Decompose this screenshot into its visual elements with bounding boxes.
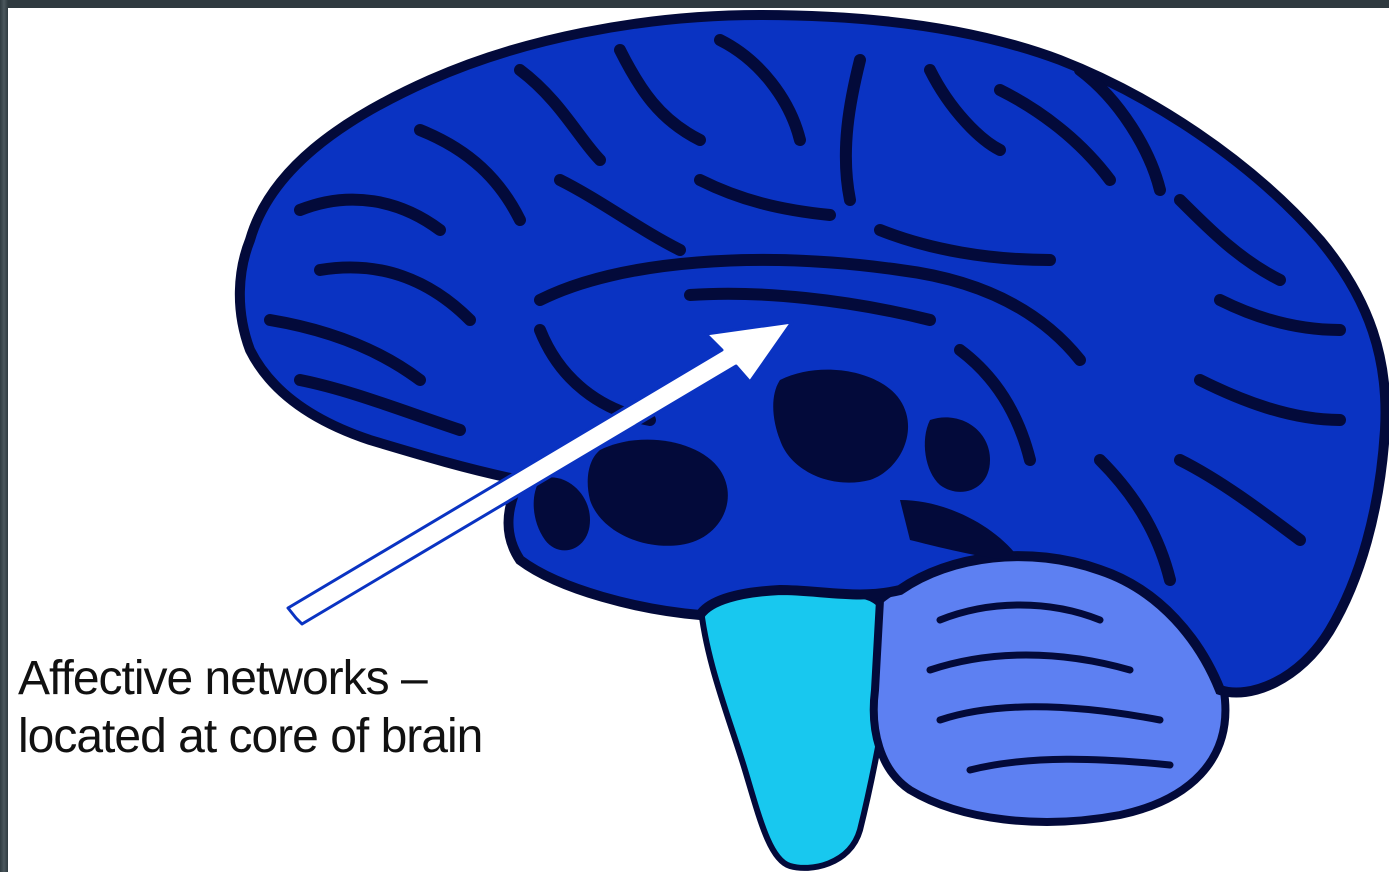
brainstem <box>700 590 894 868</box>
cerebrum <box>240 15 1386 693</box>
caption-line-2: located at core of brain <box>18 708 482 766</box>
caption-line-1: Affective networks – <box>18 650 482 708</box>
caption: Affective networks – located at core of … <box>18 650 482 766</box>
